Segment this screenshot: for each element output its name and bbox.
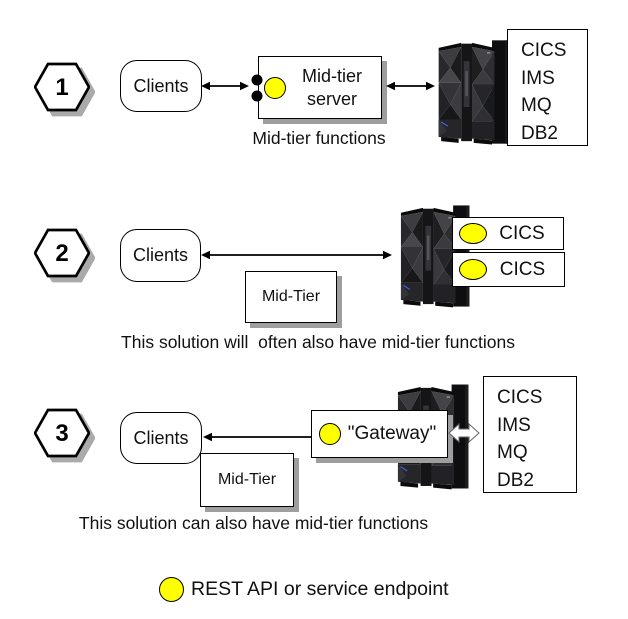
service-item: CICS	[521, 40, 567, 61]
step-3-number: 3	[55, 420, 68, 447]
midtier-box-row2: Mid-Tier	[245, 271, 337, 323]
service-item: CICS	[497, 387, 543, 408]
service-item: CICS	[499, 222, 545, 244]
arrowhead	[426, 81, 435, 91]
legend: REST API or service endpoint	[159, 577, 449, 602]
gateway-label: "Gateway"	[347, 423, 437, 444]
caption-row1: Mid-tier functions	[252, 128, 386, 148]
arrowhead	[201, 81, 210, 91]
midtier-label-row2: Mid-Tier	[261, 288, 321, 305]
clients-label-3: Clients	[133, 427, 189, 448]
rest-endpoint-icon-row1	[264, 77, 286, 99]
step-2-number: 2	[55, 240, 68, 267]
midtier-label-row3: Mid-Tier	[217, 471, 277, 488]
backend-services-box-row1: CICS IMS MQ DB2	[507, 29, 588, 146]
gateway-box: "Gateway"	[311, 410, 448, 458]
clients-box-3: Clients	[120, 412, 202, 464]
arrowhead	[203, 432, 212, 442]
cics-region-box-2: CICS	[452, 252, 565, 287]
arrowhead	[240, 81, 249, 91]
rest-endpoint-icon-cics2	[459, 259, 487, 280]
cics-region-box-1: CICS	[452, 217, 564, 250]
arrowhead	[383, 250, 392, 260]
service-item: IMS	[497, 414, 531, 436]
mainframe-image-row1	[438, 39, 510, 146]
midtier-box-row3: Mid-Tier	[200, 453, 294, 507]
step-2-hexagon: 2	[34, 228, 90, 278]
caption-row3: This solution can also have mid-tier fun…	[78, 513, 429, 533]
rest-endpoint-icon-cics1	[459, 223, 487, 244]
service-item: DB2	[497, 469, 534, 491]
clients-label-2: Clients	[132, 245, 189, 265]
service-item: IMS	[521, 67, 555, 89]
legend-label: REST API or service endpoint	[191, 578, 449, 600]
caption-row2: This solution will often also have mid-t…	[121, 332, 515, 352]
block-double-arrow-icon	[448, 422, 480, 444]
step-1-number: 1	[55, 74, 68, 101]
clients-box-2: Clients	[120, 229, 201, 282]
service-item: MQ	[521, 95, 552, 116]
step-3-hexagon: 3	[34, 408, 90, 458]
service-item: CICS	[499, 258, 546, 280]
arrowhead	[386, 81, 395, 91]
step-1-hexagon: 1	[34, 62, 90, 112]
backend-services-box-row3: CICS IMS MQ DB2	[483, 376, 577, 493]
clients-box-1: Clients	[120, 60, 202, 112]
midtier-server-label: Mid-tier server	[301, 66, 362, 109]
arrowhead	[201, 250, 210, 260]
service-item: MQ	[497, 442, 528, 463]
legend-rest-endpoint-icon	[159, 577, 184, 602]
clients-label-1: Clients	[133, 75, 189, 96]
rest-endpoint-icon-gateway	[319, 423, 341, 445]
service-item: DB2	[521, 122, 558, 144]
